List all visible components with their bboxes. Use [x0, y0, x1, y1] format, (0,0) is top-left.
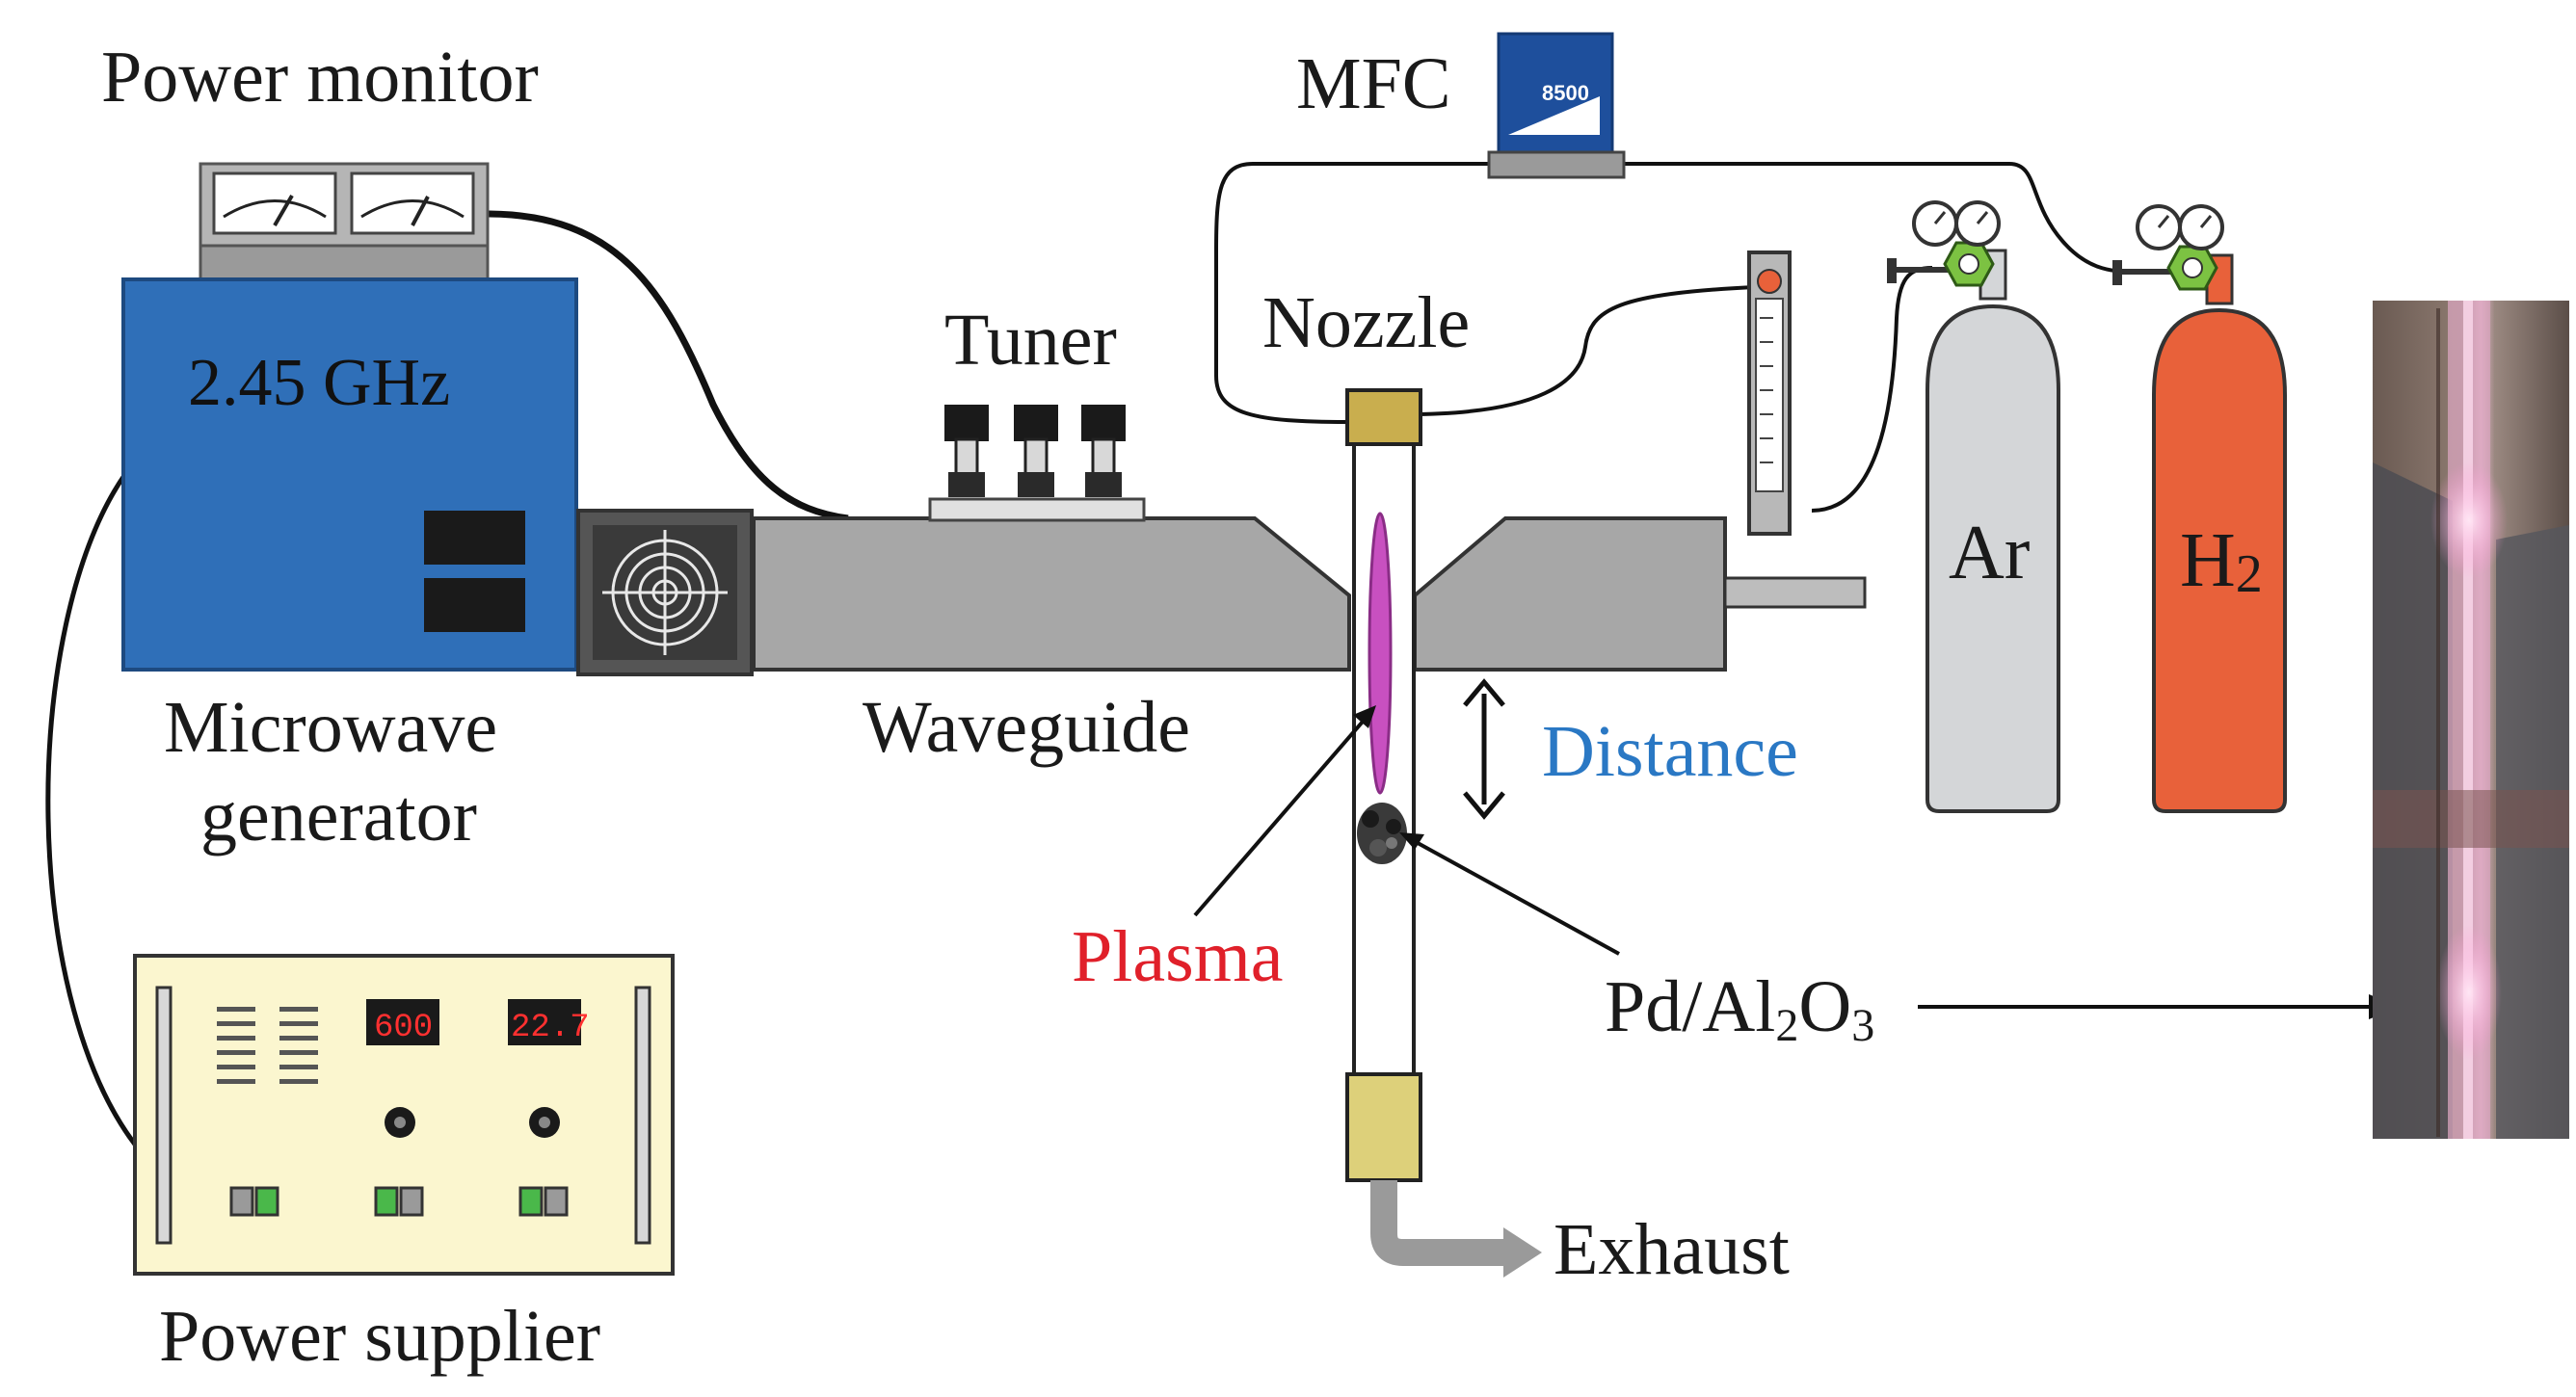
waveguide-label: Waveguide	[863, 687, 1190, 768]
catalyst-label-subscript-1: 2	[1775, 1000, 1798, 1051]
argon-label: Ar	[1949, 511, 2030, 595]
power-supplier-label: Power supplier	[159, 1296, 600, 1377]
exhaust-label: Exhaust	[1554, 1209, 1790, 1290]
mfc-label: MFC	[1296, 43, 1451, 124]
frequency-label: 2.45 GHz	[188, 346, 450, 420]
waveguide-left	[752, 516, 1351, 672]
generator-to-supplier-cable	[45, 472, 146, 1158]
exhaust-arrow-icon	[1503, 1227, 1542, 1278]
value-display	[508, 999, 581, 1045]
flowmeter-to-ar-regulator-tube	[1811, 266, 1933, 513]
monitor-to-waveguide-cable	[486, 210, 849, 522]
catalyst-label-oxygen: O	[1798, 966, 1851, 1047]
flowmeter-to-nozzle-tube	[1406, 285, 1755, 416]
power-monitor-label: Power monitor	[101, 37, 539, 118]
indicator-dots	[217, 1007, 318, 1084]
hydrogen-label-subscript: 2	[2236, 544, 2263, 604]
value-display-value: 22.7	[511, 1010, 590, 1046]
microwave-generator	[121, 277, 578, 672]
mfc-display-text: 8500	[1542, 81, 1589, 105]
catalyst-label: Pd/Al2O3	[1605, 966, 1874, 1051]
exhaust-tube	[1370, 1180, 1503, 1266]
mass-flow-controller	[1487, 32, 1626, 179]
distance-label: Distance	[1542, 711, 1798, 792]
catalyst-label-subscript-2: 3	[1851, 1000, 1874, 1051]
catalyst-pointer	[1408, 836, 1620, 956]
argon-cylinder	[1925, 249, 2060, 813]
mfc-to-nozzle-tube	[1214, 162, 1489, 424]
catalyst-pointer-arrowhead	[1399, 832, 1424, 850]
catalyst-label-main: Pd/Al	[1605, 966, 1775, 1047]
rotameter	[1747, 250, 1792, 536]
plasma-pointer-arrowhead	[1353, 705, 1376, 728]
tuner-stub-icon	[944, 405, 989, 497]
hydrogen-label-main: H	[2180, 518, 2236, 603]
plasma-label: Plasma	[1072, 916, 1284, 997]
switch-buttons	[229, 1186, 569, 1217]
tuner	[928, 405, 1146, 522]
argon-regulator-icon	[1887, 200, 2001, 287]
reactor-photo	[2373, 301, 2569, 1139]
distance-arrow-icon	[1463, 678, 1505, 820]
power-supplier	[133, 954, 675, 1276]
tuner-label: Tuner	[944, 300, 1117, 381]
nozzle-label: Nozzle	[1262, 282, 1470, 363]
power-monitor	[199, 162, 490, 281]
tuner-stub-icon	[1081, 405, 1126, 497]
microwave-generator-label-line1: Microwave	[164, 687, 497, 768]
hydrogen-label: H2	[2180, 518, 2263, 604]
waveguide-coupler	[576, 509, 754, 676]
analog-meter-icon	[360, 196, 465, 226]
waveguide-right	[1413, 516, 1867, 672]
mfc-to-h2-regulator-tube	[1624, 162, 2145, 275]
plasma-glow	[1368, 512, 1393, 795]
hydrogen-cylinder	[2152, 253, 2287, 813]
analog-meter-icon	[223, 194, 327, 227]
tuner-stub-icon	[1014, 405, 1058, 497]
plasma-pointer	[1193, 713, 1370, 917]
catalyst-bed	[1357, 803, 1407, 864]
power-display	[366, 999, 439, 1045]
microwave-generator-label-line2: generator	[200, 776, 477, 857]
hydrogen-regulator-icon	[2112, 204, 2224, 291]
power-display-value: 600	[374, 1010, 433, 1046]
